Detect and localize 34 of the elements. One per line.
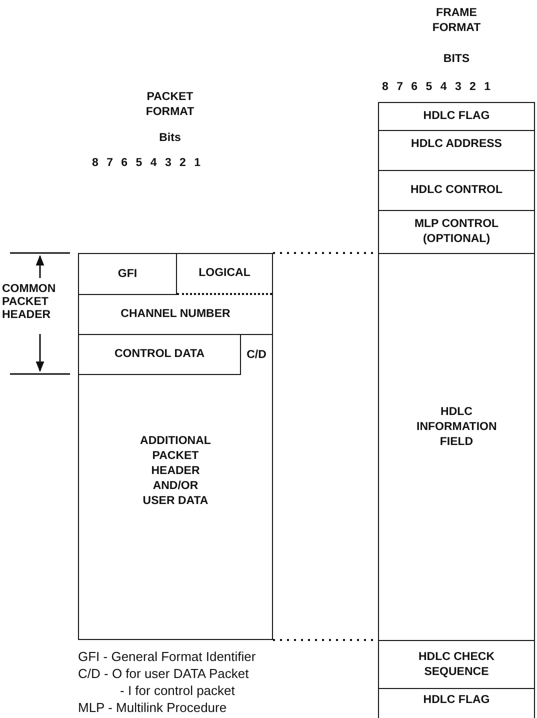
field-label: LOGICAL: [198, 266, 250, 281]
field-box: [378, 130, 535, 170]
field-label: GFI: [118, 266, 138, 282]
field-label: ADDITIONAL PACKET HEADER AND/OR USER DATA: [139, 434, 212, 509]
field-box: [378, 640, 535, 688]
field-label: CONTROL DATA: [114, 347, 205, 362]
legend-text: MLP - Multilink Procedure: [78, 701, 227, 715]
field-box: [378, 253, 535, 640]
field-box: [378, 688, 535, 718]
axis-title: Bits: [159, 131, 181, 145]
column-heading: FRAME FORMAT: [431, 6, 482, 36]
axis-title: BITS: [443, 52, 470, 66]
field-label: HDLC FLAG: [423, 693, 490, 708]
field-box: [378, 102, 535, 130]
bit-numbers: 8 7 6 5 4 3 2 1: [382, 80, 491, 94]
field-box: [378, 170, 535, 210]
legend-text: GFI - General Format Identifier: [78, 650, 256, 664]
field-box: [79, 254, 177, 295]
field-label: CHANNEL NUMBER: [120, 307, 230, 322]
field-label: MLP CONTROL (OPTIONAL): [413, 217, 500, 247]
field-label: HDLC INFORMATION FIELD: [416, 404, 496, 450]
field-label: HDLC FLAG: [423, 109, 490, 124]
field-box: [79, 335, 241, 375]
legend-text: - I for control packet: [120, 684, 235, 698]
field-label: HDLC CHECK SEQUENCE: [417, 650, 496, 680]
packet-box: [78, 253, 273, 640]
field-label: C/D: [246, 348, 266, 362]
field-box: [378, 210, 535, 253]
bit-numbers: 8 7 6 5 4 3 2 1: [92, 156, 201, 170]
field-label: HDLC ADDRESS: [411, 137, 502, 152]
legend-text: C/D - O for user DATA Packet: [78, 667, 249, 681]
field-label: HDLC CONTROL: [410, 183, 502, 198]
column-heading: PACKET FORMAT: [144, 90, 196, 120]
header-label: COMMON PACKET HEADER: [2, 283, 57, 322]
